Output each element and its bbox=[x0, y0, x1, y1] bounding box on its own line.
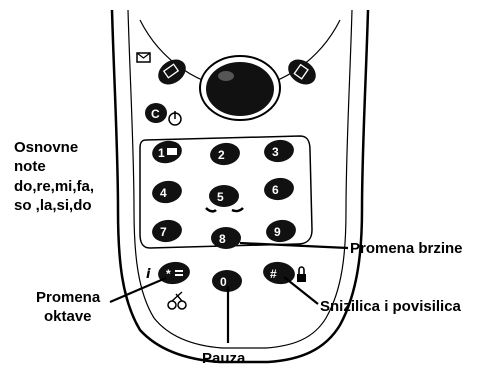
key-5-label: 5 bbox=[217, 190, 224, 204]
scissors-icon bbox=[168, 292, 186, 309]
notes-label-line3: do,re,mi,fa, bbox=[14, 178, 94, 195]
key-6[interactable]: 6 bbox=[263, 176, 296, 202]
pause-label: Pauza bbox=[202, 350, 246, 367]
zero-key-label: 0 bbox=[220, 275, 227, 289]
key-1-label: 1 bbox=[158, 146, 165, 160]
clear-key-label: C bbox=[151, 107, 160, 121]
star-key-label: * bbox=[166, 267, 171, 281]
envelope-icon bbox=[137, 53, 150, 62]
octave-label-line2: oktave bbox=[44, 308, 92, 325]
hash-key-label: # bbox=[270, 267, 277, 281]
flat-sharp-label: Snizilica i povisilica bbox=[320, 298, 462, 315]
key-7[interactable]: 7 bbox=[151, 218, 184, 244]
clear-key[interactable]: C bbox=[145, 103, 167, 123]
key-4-label: 4 bbox=[160, 186, 167, 200]
octave-pointer bbox=[110, 278, 166, 302]
info-icon: i bbox=[146, 267, 151, 282]
key-3-label: 3 bbox=[272, 145, 279, 159]
key-1[interactable]: 1 bbox=[150, 138, 184, 166]
key-5-tactile-marks bbox=[206, 208, 243, 211]
tempo-label: Promena brzine bbox=[350, 240, 463, 257]
key-5[interactable]: 5 bbox=[209, 185, 239, 207]
notes-label-line2: note bbox=[14, 158, 46, 175]
key-2[interactable]: 2 bbox=[209, 141, 242, 167]
key-9[interactable]: 9 bbox=[265, 218, 298, 244]
key-9-label: 9 bbox=[274, 225, 281, 239]
octave-label-line1: Promena bbox=[36, 289, 101, 306]
key-4[interactable]: 4 bbox=[150, 179, 183, 206]
notes-label-line4: so ,la,si,do bbox=[14, 197, 92, 214]
star-key[interactable]: * bbox=[157, 260, 192, 286]
key-2-label: 2 bbox=[218, 148, 225, 162]
notes-label-line1: Osnovne bbox=[14, 139, 78, 156]
key-3[interactable]: 3 bbox=[263, 138, 296, 164]
right-soft-key[interactable] bbox=[283, 54, 320, 89]
key-7-label: 7 bbox=[160, 225, 167, 239]
key-8[interactable]: 8 bbox=[211, 227, 241, 249]
lock-icon bbox=[297, 267, 306, 282]
key-6-label: 6 bbox=[272, 183, 279, 197]
left-soft-key[interactable] bbox=[153, 54, 190, 89]
navigation-key[interactable] bbox=[200, 56, 280, 120]
power-icon bbox=[169, 111, 181, 125]
key-8-label: 8 bbox=[219, 232, 226, 246]
